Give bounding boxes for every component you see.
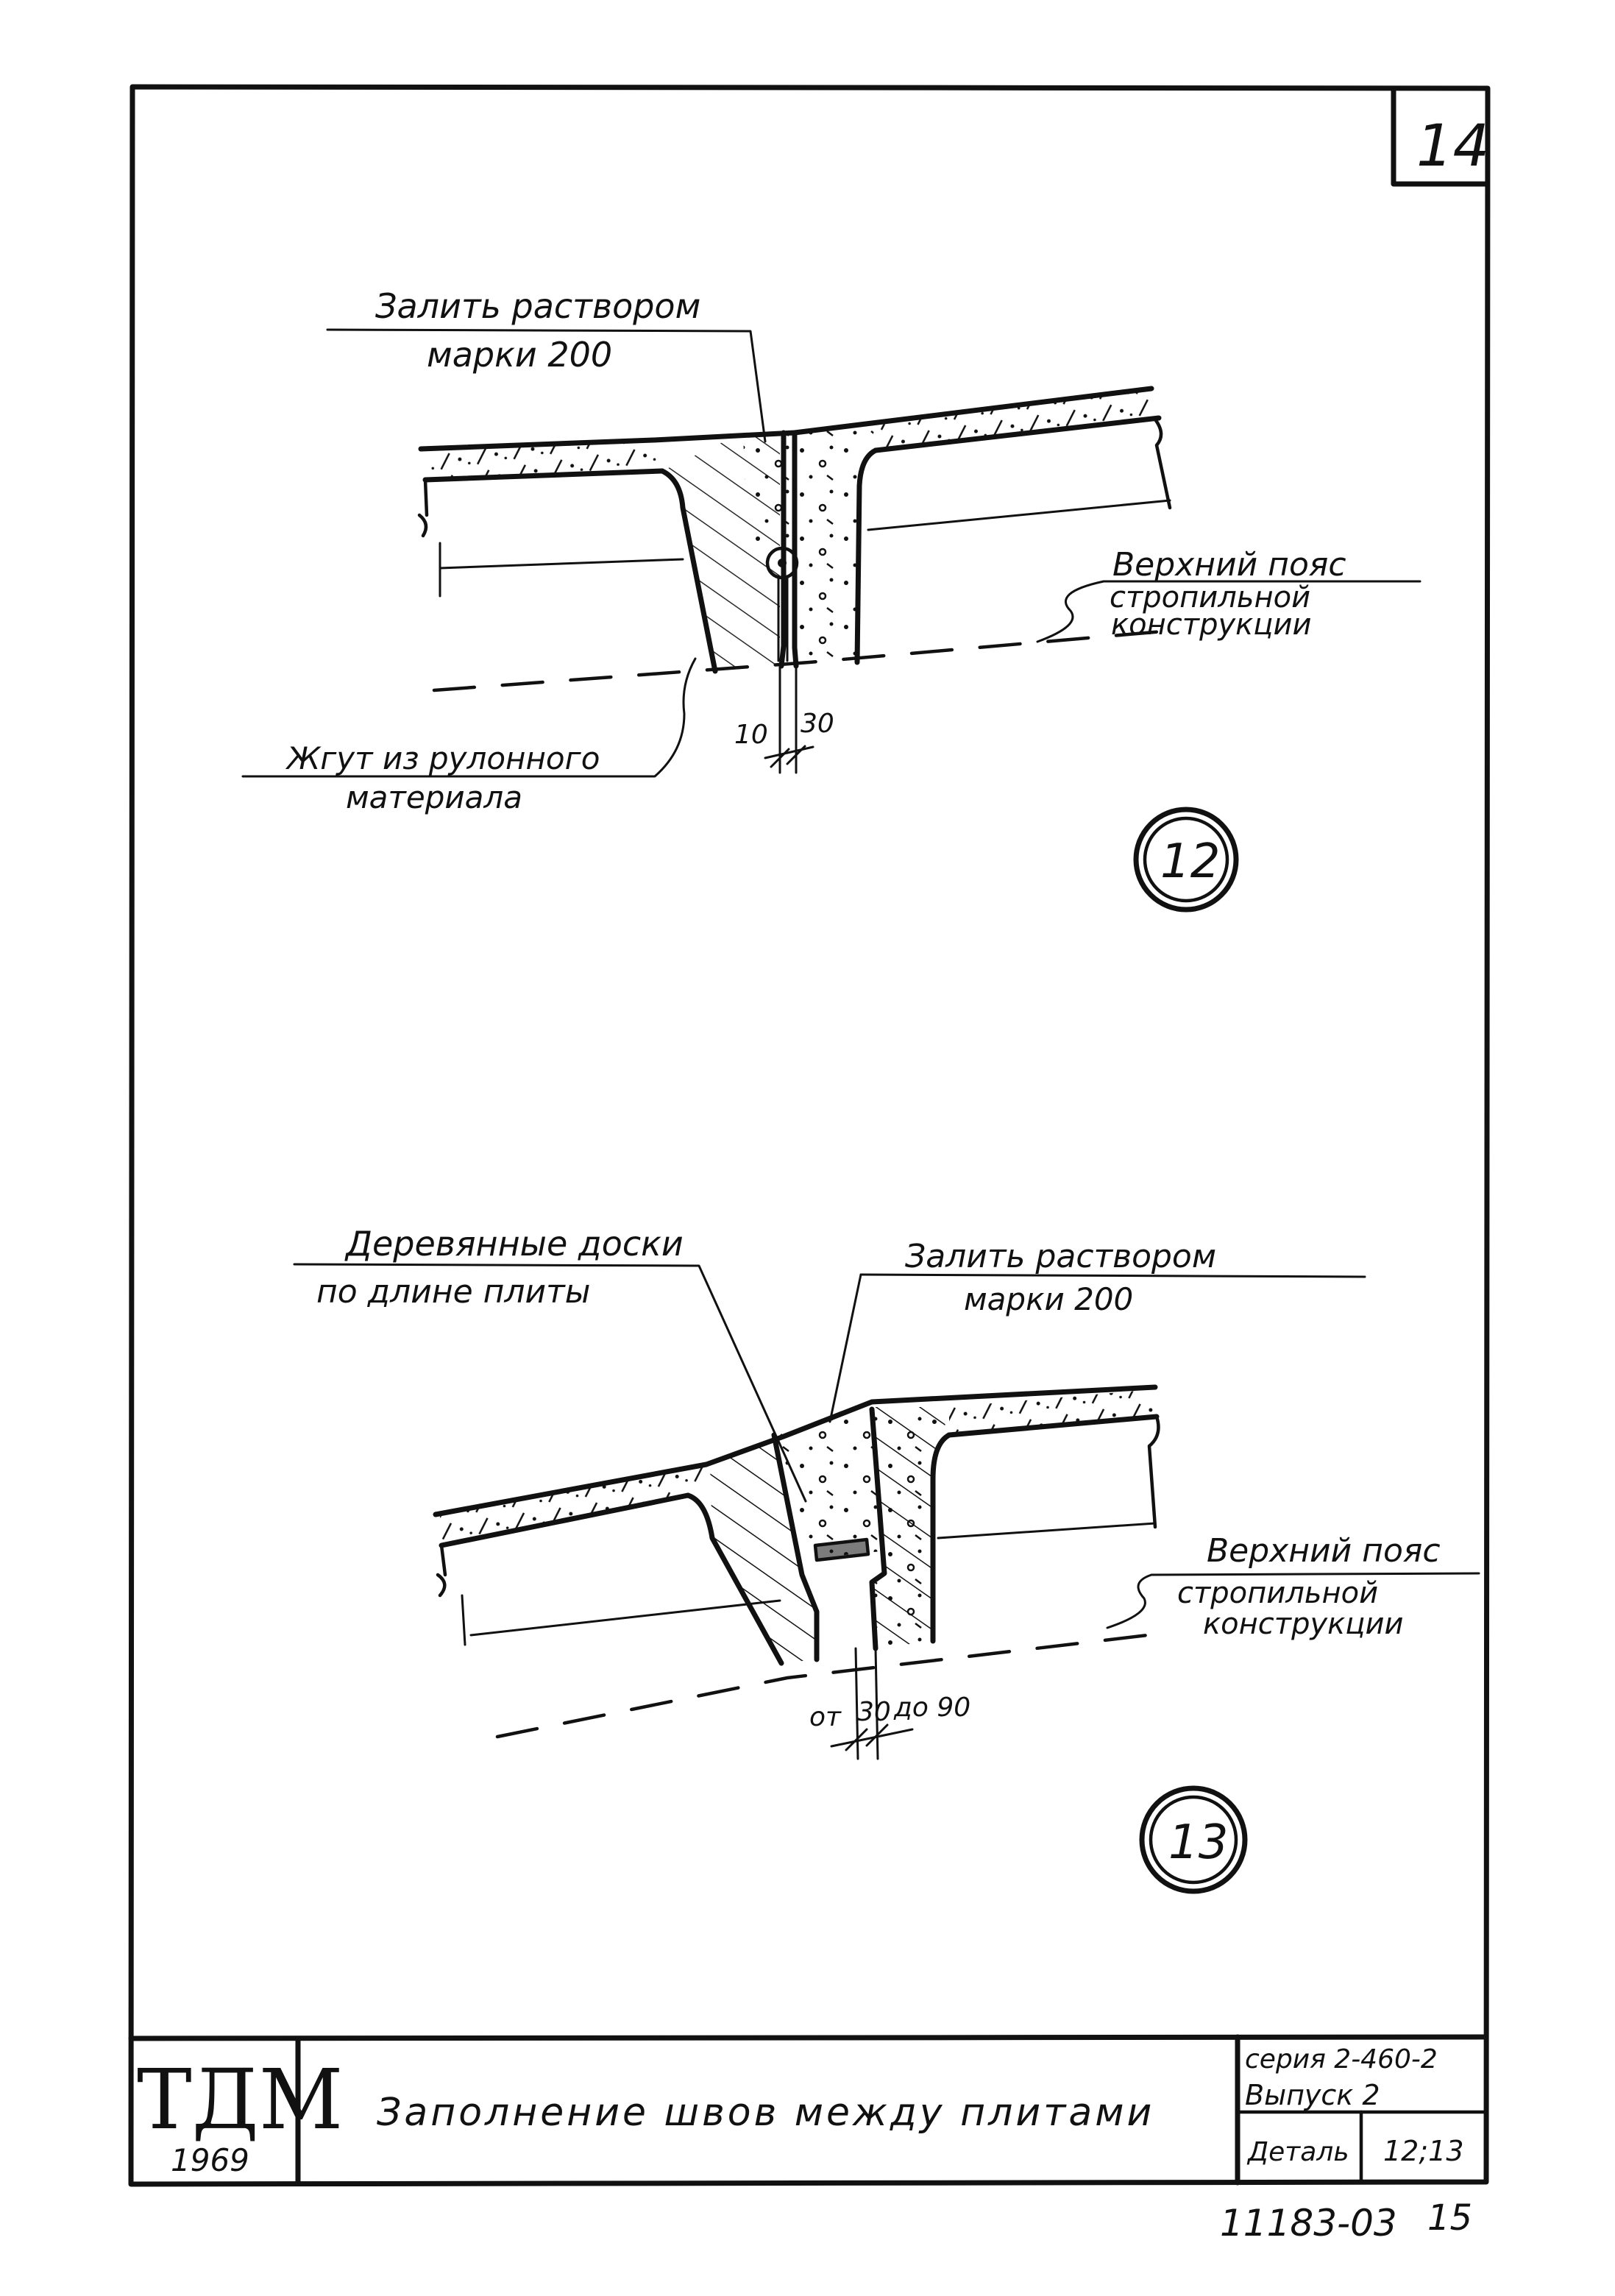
title-block-detail-numbers: 12;13 [1383,2135,1464,2167]
detail-12-dim-from: 10 [734,720,768,750]
title-block-frame [128,2034,1489,2186]
title-block-title: Заполнение швов между плитами [377,2091,1154,2135]
detail-12-fill-label-1: Залить раствором [375,286,700,326]
detail-12-drawing [241,328,1421,913]
detail-12-chord-label-1: Верхний пояс [1112,546,1346,584]
title-block-issue: Выпуск 2 [1245,2079,1380,2111]
detail-13-dim-to: до 90 [893,1693,970,1723]
detail-12-tourniquet-label-2: материала [346,779,522,815]
detail-13-chord-label-3: конструкции [1203,1607,1404,1641]
detail-13-number: 13 [1168,1815,1228,1870]
title-block-detail-label: Деталь [1246,2137,1349,2167]
detail-12-fill-label-2: марки 200 [427,335,612,375]
detail-13-fill-label-1: Залить раствором [905,1238,1216,1275]
detail-12-tourniquet-label-1: Жгут из рулонного [285,740,600,776]
title-block-series: серия 2-460-2 [1245,2044,1438,2074]
detail-13-chord-label-2: стропильной [1177,1576,1378,1610]
detail-12-dim-to: 30 [801,709,834,739]
detail-13-dim-from: от [809,1702,842,1732]
detail-13-fill-label-2: марки 200 [964,1281,1133,1317]
detail-12-chord-label-3: конструкции [1111,608,1312,642]
title-block-org: ТДМ [137,2052,343,2148]
page-number: 14 [1416,113,1489,180]
detail-12-chord-label-2: стропильной [1110,581,1310,614]
detail-13-chord-label-1: Верхний пояс [1207,1532,1441,1570]
sheet-index: 15 [1427,2197,1472,2239]
sheet-code: 11183-03 [1220,2202,1397,2244]
detail-13-boards-label-2: по длине плиты [316,1273,591,1311]
detail-13-boards-label-1: Деревянные доски [344,1224,684,1264]
sheet-frame [128,84,1491,2187]
title-block-year: 1969 [171,2142,249,2178]
detail-12-number: 12 [1160,835,1220,889]
detail-13-drawing [293,1263,1480,1894]
detail-13-dim-mid: 30 [857,1697,891,1727]
